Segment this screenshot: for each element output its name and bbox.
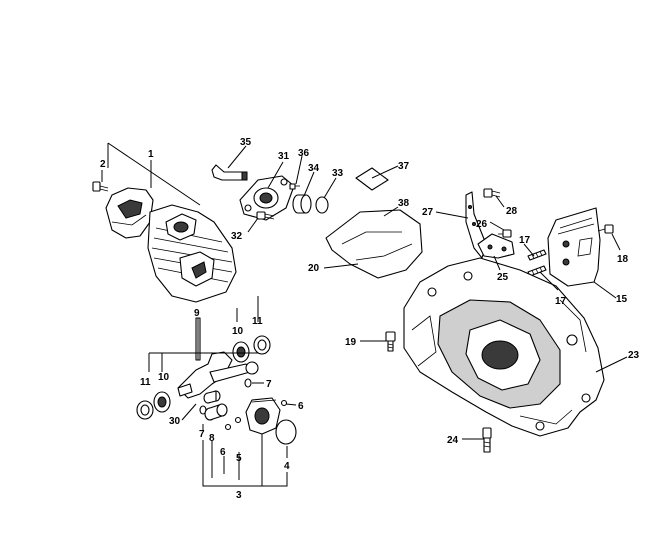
callout-24: 24 (447, 435, 459, 446)
callout-1: 1 (148, 149, 154, 160)
callout-3: 3 (236, 490, 242, 501)
callout-23: 23 (628, 350, 640, 361)
part-11-seal-left (136, 400, 154, 420)
callout-labels: 1 2 3 4 5 6 6 7 7 8 9 10 10 11 11 15 17 … (100, 137, 640, 501)
part-18-screw (597, 224, 614, 234)
part-31-manifold (239, 175, 295, 221)
part-3-piston (245, 397, 281, 435)
callout-27: 27 (422, 207, 434, 218)
callout-38: 38 (398, 198, 410, 209)
part-37-label (355, 167, 389, 191)
callout-4: 4 (284, 461, 290, 472)
part-32-screw (256, 211, 275, 220)
part-10-bearing-left (153, 391, 171, 413)
callout-18: 18 (617, 254, 629, 265)
part-25-plate (477, 233, 515, 259)
callout-10: 10 (232, 326, 244, 337)
part-19-screw (385, 331, 396, 352)
cylinder (147, 204, 237, 303)
callout-36: 36 (298, 148, 310, 159)
part-33-o-ring (315, 196, 329, 214)
callout-7: 7 (266, 379, 272, 390)
part-2-screw (92, 181, 109, 192)
callout-31: 31 (278, 151, 290, 162)
callout-10: 10 (158, 372, 170, 383)
part-24-screw (482, 427, 492, 453)
part-9-crankshaft (177, 317, 259, 399)
part-20-baffle (325, 209, 423, 279)
part-4-piston-ring (275, 419, 297, 445)
callout-37: 37 (398, 161, 410, 172)
part-8-piston-pin (204, 403, 228, 421)
callout-11: 11 (252, 316, 263, 327)
callout-8: 8 (209, 433, 215, 444)
part-34-sleeve (292, 194, 312, 214)
callout-6: 6 (220, 447, 226, 458)
callout-6: 6 (298, 401, 304, 412)
callout-11: 11 (140, 377, 151, 388)
callout-5: 5 (236, 453, 242, 464)
callout-33: 33 (332, 168, 344, 179)
callout-20: 20 (308, 263, 320, 274)
part-6-clip (224, 399, 288, 431)
part-17-stud-upper (527, 249, 547, 261)
part-35-pipe (211, 164, 248, 181)
part-1-muffler-cover (105, 187, 154, 239)
part-23-crankcase (403, 257, 605, 437)
callout-28: 28 (506, 206, 518, 217)
part-5-clip (234, 416, 242, 424)
callout-32: 32 (231, 231, 243, 242)
callout-7: 7 (199, 429, 205, 440)
part-11-seal-right (253, 335, 271, 355)
part-28-screw (483, 188, 501, 198)
part-7-needle-bearing (203, 390, 221, 404)
callout-30: 30 (169, 416, 181, 427)
callout-17: 17 (555, 296, 567, 307)
callout-19: 19 (345, 337, 357, 348)
callout-2: 2 (100, 159, 106, 170)
part-36-screw (289, 183, 300, 190)
callout-25: 25 (497, 272, 509, 283)
callout-26: 26 (476, 219, 488, 230)
callout-17: 17 (519, 235, 531, 246)
part-10-bearing-right (232, 341, 250, 363)
part-15-cover-plate (547, 207, 601, 287)
callout-15: 15 (616, 294, 628, 305)
callout-9: 9 (194, 308, 200, 319)
leader-lines (101, 142, 628, 487)
part-26-screw (498, 229, 512, 238)
callout-34: 34 (308, 163, 320, 174)
callout-35: 35 (240, 137, 252, 148)
part-7-washer (244, 378, 252, 388)
